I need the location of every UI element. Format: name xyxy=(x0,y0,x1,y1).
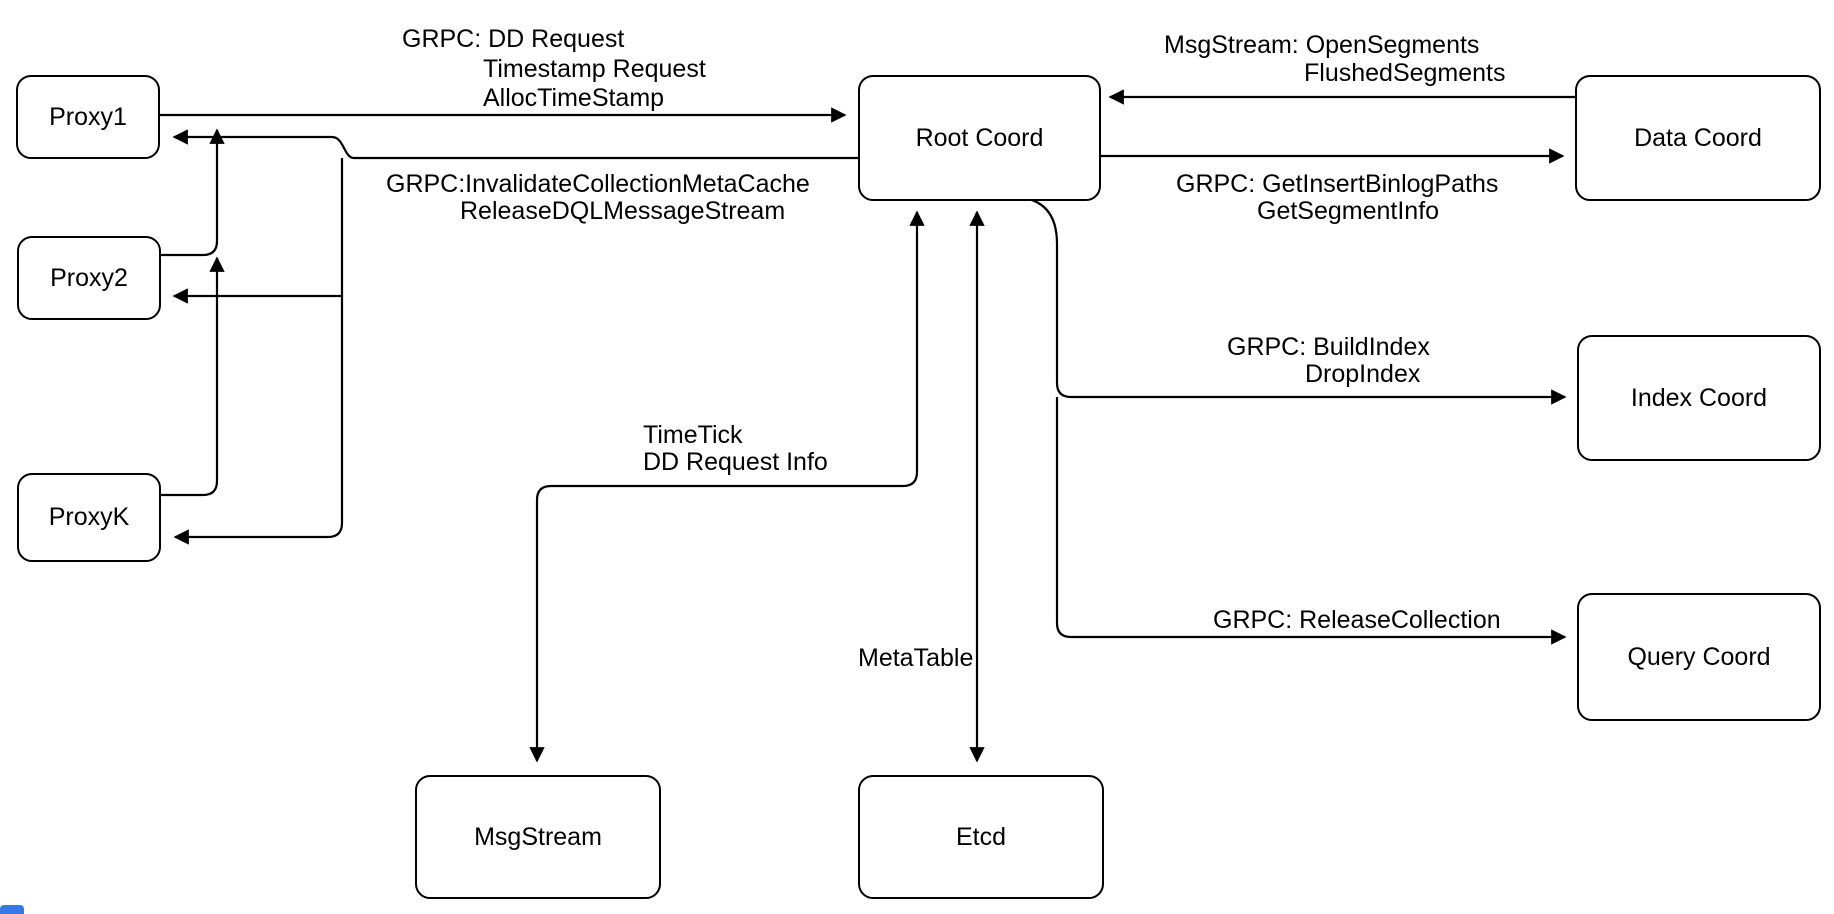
edge-label-metatable: MetaTable xyxy=(858,644,974,672)
edge-label-open-segments-line2: FlushedSegments xyxy=(1304,59,1506,87)
edge-rootcoord-to-querycoord xyxy=(1055,397,1567,645)
node-proxyk: ProxyK xyxy=(17,473,161,562)
edge-label-invalidate-line2: ReleaseDQLMessageStream xyxy=(460,197,786,225)
edge-rootcoord-msgstream-bidirectional xyxy=(529,210,925,763)
node-msgstream: MsgStream xyxy=(415,775,661,899)
edge-label-binlog-line2: GetSegmentInfo xyxy=(1257,197,1440,225)
edge-label-dd-request-line1: GRPC: DD Request xyxy=(402,25,625,53)
edge-rootcoord-to-indexcoord xyxy=(1011,195,1567,405)
edge-label-build-index-line2: DropIndex xyxy=(1305,360,1421,388)
edge-label-release-collection: GRPC: ReleaseCollection xyxy=(1213,606,1501,634)
node-proxy2-label: Proxy2 xyxy=(50,263,128,292)
edge-label-timetick-line1: TimeTick xyxy=(643,421,743,449)
node-etcd: Etcd xyxy=(858,775,1104,899)
node-root-coord: Root Coord xyxy=(858,75,1101,201)
node-data-coord: Data Coord xyxy=(1575,75,1821,201)
node-proxy1-label: Proxy1 xyxy=(49,102,127,131)
node-data-coord-label: Data Coord xyxy=(1634,123,1762,152)
edge-label-dd-request-line3: AllocTimeStamp xyxy=(483,84,665,112)
node-index-coord-label: Index Coord xyxy=(1630,383,1768,412)
node-root-coord-label: Root Coord xyxy=(915,123,1044,152)
bottom-left-cutoff-artifact xyxy=(0,905,24,914)
node-proxy2: Proxy2 xyxy=(17,236,161,320)
edge-label-open-segments-line1: MsgStream: OpenSegments xyxy=(1164,31,1480,59)
node-query-coord: Query Coord xyxy=(1577,593,1821,721)
edge-label-build-index-line1: GRPC: BuildIndex xyxy=(1227,333,1430,361)
node-proxy1: Proxy1 xyxy=(16,75,160,159)
edge-label-invalidate-line1: GRPC:InvalidateCollectionMetaCache xyxy=(386,170,810,198)
edge-label-dd-request-line2: Timestamp Request xyxy=(483,55,706,83)
node-etcd-label: Etcd xyxy=(955,822,1007,851)
edge-rootcoord-to-proxyk xyxy=(173,158,344,545)
edge-proxy2-merge-up xyxy=(157,128,225,257)
node-query-coord-label: Query Coord xyxy=(1627,642,1771,671)
edge-rootcoord-to-proxy1 xyxy=(172,129,858,160)
edge-label-binlog-line1: GRPC: GetInsertBinlogPaths xyxy=(1176,170,1499,198)
edge-proxyk-merge-up xyxy=(157,256,225,497)
node-msgstream-label: MsgStream xyxy=(474,822,602,851)
node-index-coord: Index Coord xyxy=(1577,335,1821,461)
edge-label-timetick-line2: DD Request Info xyxy=(643,448,828,476)
node-proxyk-label: ProxyK xyxy=(48,503,130,531)
